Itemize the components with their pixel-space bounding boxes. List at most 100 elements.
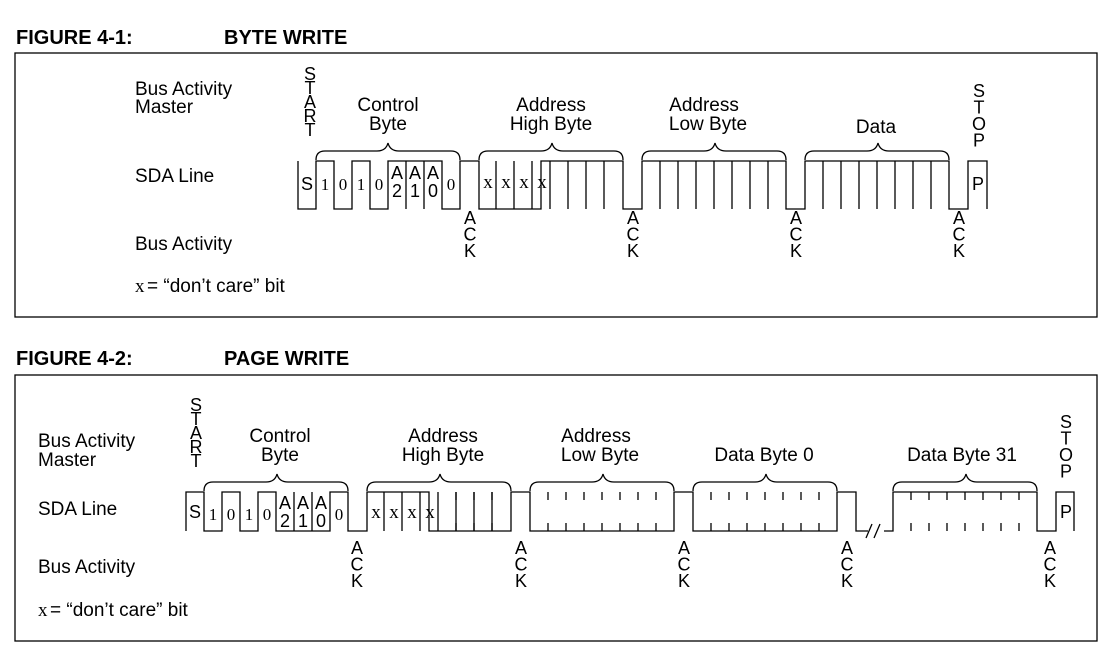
control-bit-a0-sub: 0 — [316, 511, 326, 531]
note-dont-care-text: = “don’t care” bit — [50, 600, 189, 621]
figure-page-write: FIGURE 4-2: PAGE WRITE Bus Activity Mast… — [14, 348, 1098, 642]
control-bit-a2: A — [391, 163, 403, 183]
group-label-address-high: Address — [408, 426, 478, 447]
figure-title: PAGE WRITE — [224, 348, 349, 370]
group-label-low-byte: Low Byte — [669, 114, 747, 135]
control-bit-6: 0 — [227, 505, 236, 524]
bit-stop-p: P — [1060, 502, 1072, 522]
group-label-data-byte-31: Data Byte 31 — [907, 445, 1017, 466]
brace-address-low — [529, 473, 675, 492]
control-bit-a1: A — [409, 163, 421, 183]
brace-control-byte — [203, 473, 349, 492]
note-x-symbol: x — [135, 276, 145, 297]
control-bit-a2: A — [279, 493, 291, 513]
bit-start-s: S — [189, 502, 201, 522]
control-bit-a0-sub: 0 — [428, 181, 438, 201]
sda-waveform-part-2 — [884, 491, 1075, 532]
control-bit-a2-sub: 2 — [280, 511, 290, 531]
sda-waveform-part-1 — [185, 491, 868, 532]
addr-high-x-2: x — [501, 172, 511, 193]
group-label-high-byte: High Byte — [402, 445, 484, 466]
label-sda-line: SDA Line — [135, 166, 214, 187]
group-label-control: Control — [357, 95, 418, 116]
control-bit-4: 0 — [375, 175, 384, 194]
control-bit-a0: A — [315, 493, 327, 513]
control-bit-a2-sub: 2 — [392, 181, 402, 201]
bit-start-s: S — [301, 174, 313, 194]
control-bit-a1-sub: 1 — [298, 511, 308, 531]
note-x-symbol: x — [38, 600, 48, 621]
control-bit-4: 0 — [263, 505, 272, 524]
brace-address-high — [366, 473, 512, 492]
group-label-address-low: Address — [669, 95, 739, 116]
addr-high-x-2: x — [389, 502, 399, 523]
addr-high-x-1: x — [371, 502, 381, 523]
control-bit-a1-sub: 1 — [410, 181, 420, 201]
note-dont-care-text: = “don’t care” bit — [147, 276, 286, 297]
figure-frame — [14, 52, 1098, 318]
bit-dividers — [405, 161, 932, 209]
group-label-low-byte: Low Byte — [561, 445, 639, 466]
addr-high-x-3: x — [407, 502, 417, 523]
group-label-control-byte: Byte — [261, 445, 299, 466]
control-bit-rw: 0 — [335, 505, 344, 524]
group-label-address-high: Address — [516, 95, 586, 116]
figure-frame — [14, 374, 1098, 642]
brace-data-byte-31 — [892, 473, 1038, 492]
label-bus-activity: Bus Activity — [38, 557, 136, 578]
group-label-high-byte: High Byte — [510, 114, 592, 135]
control-bit-5: 1 — [245, 505, 254, 524]
label-sda-line: SDA Line — [38, 499, 117, 520]
control-bit-7: 1 — [209, 505, 218, 524]
control-bit-5: 1 — [357, 175, 366, 194]
brace-control-byte — [315, 142, 461, 161]
group-label-data-byte-0: Data Byte 0 — [714, 445, 813, 466]
label-master: Master — [38, 450, 97, 471]
control-bit-rw: 0 — [447, 175, 456, 194]
label-bus-activity: Bus Activity — [135, 234, 233, 255]
figure-byte-write: FIGURE 4-1: BYTE WRITE Bus Activity Mast… — [14, 27, 1098, 318]
control-bit-a1: A — [297, 493, 309, 513]
addr-high-x-3: x — [519, 172, 529, 193]
label-master: Master — [135, 97, 194, 118]
brace-data-byte-0 — [692, 473, 838, 492]
control-bit-7: 1 — [321, 175, 330, 194]
bit-ticks — [455, 492, 1020, 531]
addr-high-x-4: x — [537, 172, 547, 193]
label-bus-activity-master: Bus Activity — [135, 79, 233, 100]
control-bit-a0: A — [427, 163, 439, 183]
bit-stop-p: P — [972, 174, 984, 194]
brace-data — [804, 142, 950, 161]
brace-address-low — [641, 142, 787, 161]
brace-address-high — [478, 142, 624, 161]
control-bit-6: 0 — [339, 175, 348, 194]
group-label-address-low: Address — [561, 426, 631, 447]
page-break-mark — [865, 523, 881, 539]
addr-high-x-1: x — [483, 172, 493, 193]
figure-number: FIGURE 4-1: — [16, 27, 133, 49]
addr-high-x-4: x — [425, 502, 435, 523]
